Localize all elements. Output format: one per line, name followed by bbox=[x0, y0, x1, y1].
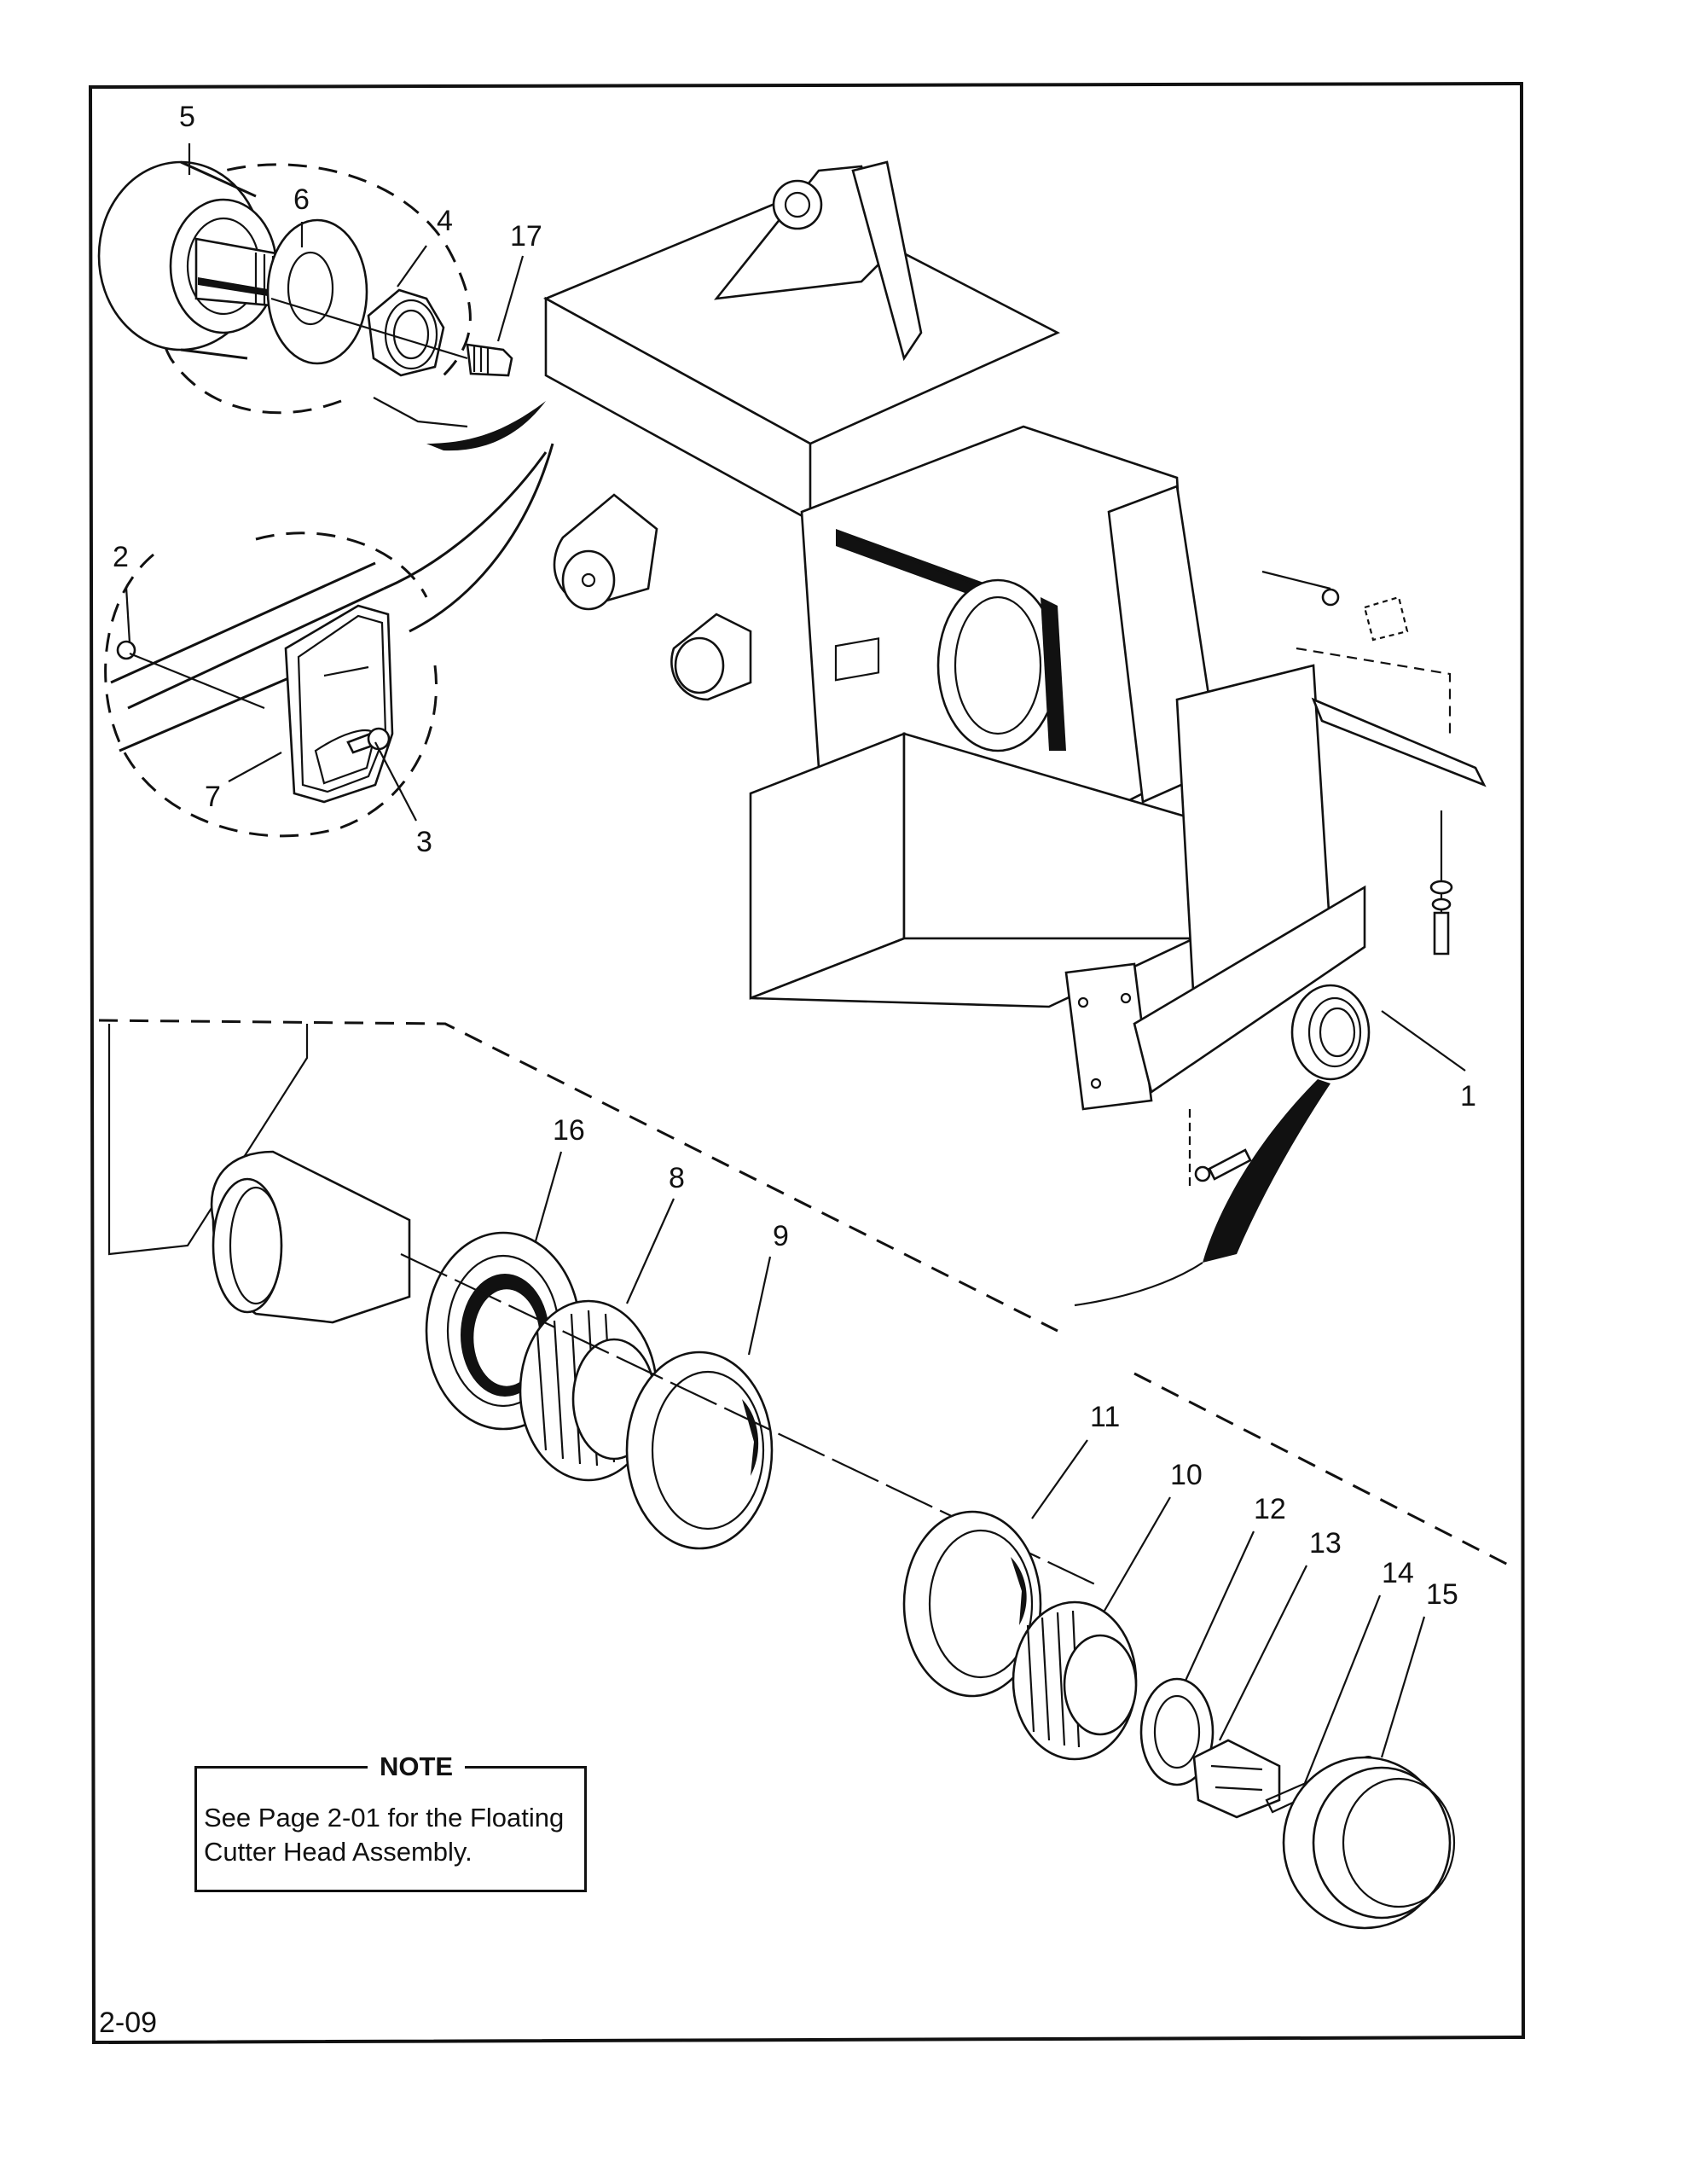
callout-9: 9 bbox=[773, 1220, 789, 1252]
callout-13: 13 bbox=[1309, 1527, 1342, 1560]
callout-7: 7 bbox=[205, 781, 221, 813]
callout-labels: 1 2 3 4 5 6 7 8 9 10 11 12 13 14 15 16 1… bbox=[113, 101, 1476, 1611]
callout-4: 4 bbox=[437, 205, 453, 237]
callout-16: 16 bbox=[553, 1114, 585, 1147]
callout-5: 5 bbox=[179, 101, 195, 133]
detail-roller-assembly bbox=[97, 160, 546, 451]
callout-15: 15 bbox=[1426, 1578, 1458, 1611]
detail-dashed-boundary bbox=[98, 1019, 1510, 1567]
detail-bearing-stack bbox=[98, 1019, 1510, 1930]
detail-plate-assembly bbox=[104, 443, 554, 838]
callout-17: 17 bbox=[510, 220, 542, 253]
callout-8: 8 bbox=[669, 1162, 685, 1194]
callout-3: 3 bbox=[416, 826, 432, 858]
callout-1: 1 bbox=[1460, 1080, 1476, 1112]
callout-6: 6 bbox=[293, 183, 310, 216]
note-text: See Page 2-01 for the Floating Cutter He… bbox=[204, 1803, 565, 1867]
note-title: NOTE bbox=[368, 1750, 466, 1784]
diagram-border bbox=[88, 81, 1526, 2045]
callout-2: 2 bbox=[113, 541, 129, 573]
note-box: NOTE See Page 2-01 for the Floating Cutt… bbox=[194, 1750, 587, 1892]
callout-10: 10 bbox=[1170, 1459, 1203, 1491]
callout-11: 11 bbox=[1090, 1401, 1120, 1433]
page-number: 2-09 bbox=[99, 2007, 158, 2039]
callout-leaders bbox=[125, 143, 1466, 1784]
callout-14: 14 bbox=[1382, 1557, 1414, 1589]
detail-dashed-circle-left bbox=[104, 531, 438, 838]
callout-12: 12 bbox=[1254, 1493, 1286, 1525]
main-frame-assembly bbox=[542, 160, 1487, 1307]
